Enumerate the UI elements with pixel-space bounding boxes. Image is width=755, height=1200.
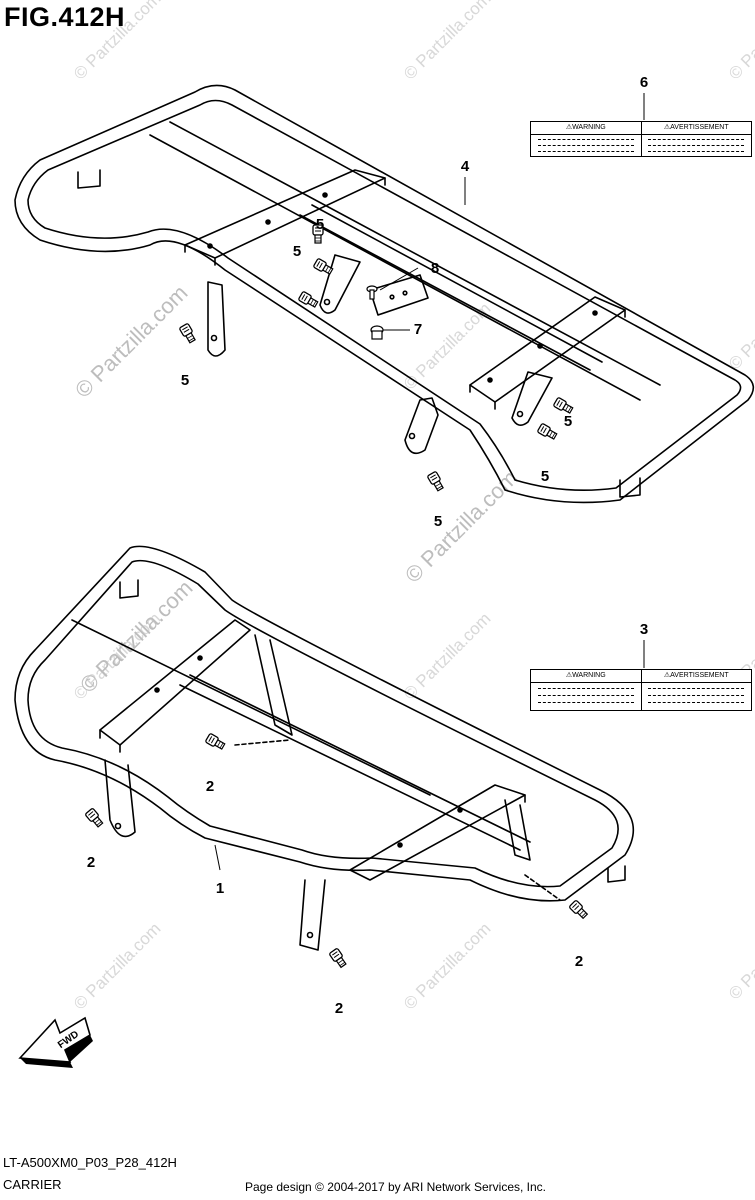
figure-title: FIG.412H [4,2,126,32]
callout-8: 8 [430,260,440,277]
figure-name: CARRIER [3,1177,62,1192]
callout-5: 5 [563,413,573,430]
callout-2: 2 [205,778,215,795]
callout-6: 6 [639,74,649,91]
bolt-icon [328,947,349,970]
callout-5: 5 [180,372,190,389]
collar-nut-icon [370,325,384,340]
forward-arrow-icon: FWD [18,1016,93,1068]
rear-carrier-assembly [14,84,755,504]
callout-5: 5 [315,216,325,233]
warning-label-right: ⚠AVERTISSEMENT [640,122,752,134]
warning-label-3: ⚠WARNING ⚠AVERTISSEMENT [530,669,752,711]
callout-2: 2 [86,854,96,871]
callout-5: 5 [433,513,443,530]
callout-2: 2 [574,953,584,970]
warning-label-6: ⚠WARNING ⚠AVERTISSEMENT [530,121,752,157]
front-carrier-assembly [14,545,635,951]
callout-3: 3 [639,621,649,638]
callout-5: 5 [540,468,550,485]
screw-icon [366,285,378,300]
leader-lines-top [379,93,645,331]
callout-1: 1 [215,880,225,897]
callout-4: 4 [460,158,470,175]
leader-lines-bottom [214,640,645,871]
bolt-icon [84,807,105,829]
page-credit: Page design © 2004-2017 by ARI Network S… [245,1180,547,1194]
bolt-icon [204,732,227,752]
callout-7: 7 [413,321,423,338]
bolt-icon [536,422,559,442]
bolt-icon [426,470,446,493]
warning-label-left: ⚠WARNING [565,672,606,679]
figure-code: LT-A500XM0_P03_P28_412H [3,1155,177,1170]
bolt-icon [178,322,198,345]
warning-label-left: ⚠WARNING [565,124,606,131]
callout-5: 5 [292,243,302,260]
warning-label-right: ⚠AVERTISSEMENT [640,670,752,682]
callout-2: 2 [334,1000,344,1017]
bolt-icon [568,899,590,921]
